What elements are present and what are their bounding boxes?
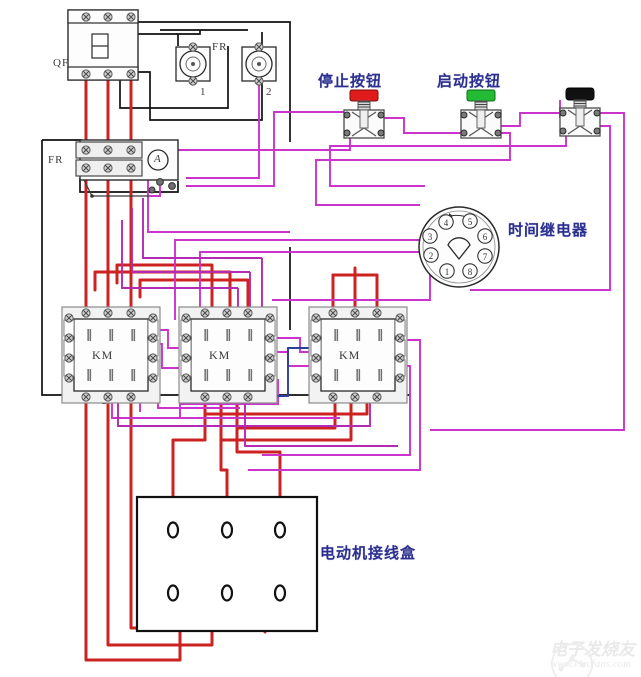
- watermark-logo-icon: [551, 642, 593, 677]
- km3-label: KM: [339, 348, 361, 362]
- watermark: 电子发烧友 www.elecfans.com: [550, 639, 635, 677]
- fuse-2: [241, 42, 277, 86]
- svg-text:2: 2: [429, 251, 434, 261]
- start-button-label: 启动按钮: [437, 72, 502, 90]
- svg-text:1: 1: [445, 267, 450, 277]
- circuit-breaker-qf: [67, 9, 139, 81]
- fr-relay-label: FR: [48, 154, 64, 166]
- fr-aux-terminals: [148, 178, 176, 194]
- km3-aux-left: [310, 313, 322, 383]
- fuse-1: [175, 42, 211, 86]
- watermark-url: www.elecfans.com: [550, 658, 632, 671]
- motor-terminals-top: [166, 521, 287, 539]
- svg-text:8: 8: [468, 267, 473, 277]
- km2-label: KM: [209, 348, 231, 362]
- fuse-1-label: 1: [200, 86, 207, 98]
- push-button-aux[interactable]: [559, 87, 601, 137]
- contactor-km-3: [308, 306, 408, 404]
- time-relay-label: 时间继电器: [508, 221, 589, 239]
- km2-aux-right: [264, 313, 276, 383]
- km1-label: KM: [92, 348, 114, 362]
- push-button-start[interactable]: [460, 89, 502, 139]
- stop-button-label: 停止按钮: [318, 72, 383, 90]
- push-button-stop[interactable]: [343, 89, 385, 139]
- motor-box-label: 电动机接线盒: [320, 544, 417, 562]
- overload-relay-fr: [75, 139, 179, 198]
- fr-fuse-label: FR: [212, 41, 228, 53]
- svg-text:3: 3: [428, 232, 433, 242]
- ammeter-dial: [147, 149, 169, 171]
- svg-text:7: 7: [483, 252, 488, 262]
- fuse-2-label: 2: [266, 86, 273, 98]
- svg-text:4: 4: [444, 218, 449, 228]
- km1-aux-right: [147, 313, 159, 383]
- qf-label: QF: [53, 57, 70, 69]
- km1-aux-left: [63, 313, 75, 383]
- contactor-km-1: [61, 306, 161, 404]
- svg-text:5: 5: [468, 217, 473, 227]
- km2-aux-left: [180, 313, 192, 383]
- motor-terminals-bottom: [166, 584, 287, 602]
- contactor-km-2: [178, 306, 278, 404]
- motor-terminal-box: [135, 495, 319, 633]
- time-relay-socket: 1 2 3 4 5 6 7 8: [418, 206, 500, 288]
- time-relay-pins: 1 2 3 4 5 6 7 8: [422, 213, 493, 279]
- svg-text:6: 6: [483, 232, 488, 242]
- km3-aux-right: [394, 313, 406, 383]
- watermark-brand: 电子发烧友: [550, 639, 635, 660]
- ammeter-label: A: [154, 153, 162, 165]
